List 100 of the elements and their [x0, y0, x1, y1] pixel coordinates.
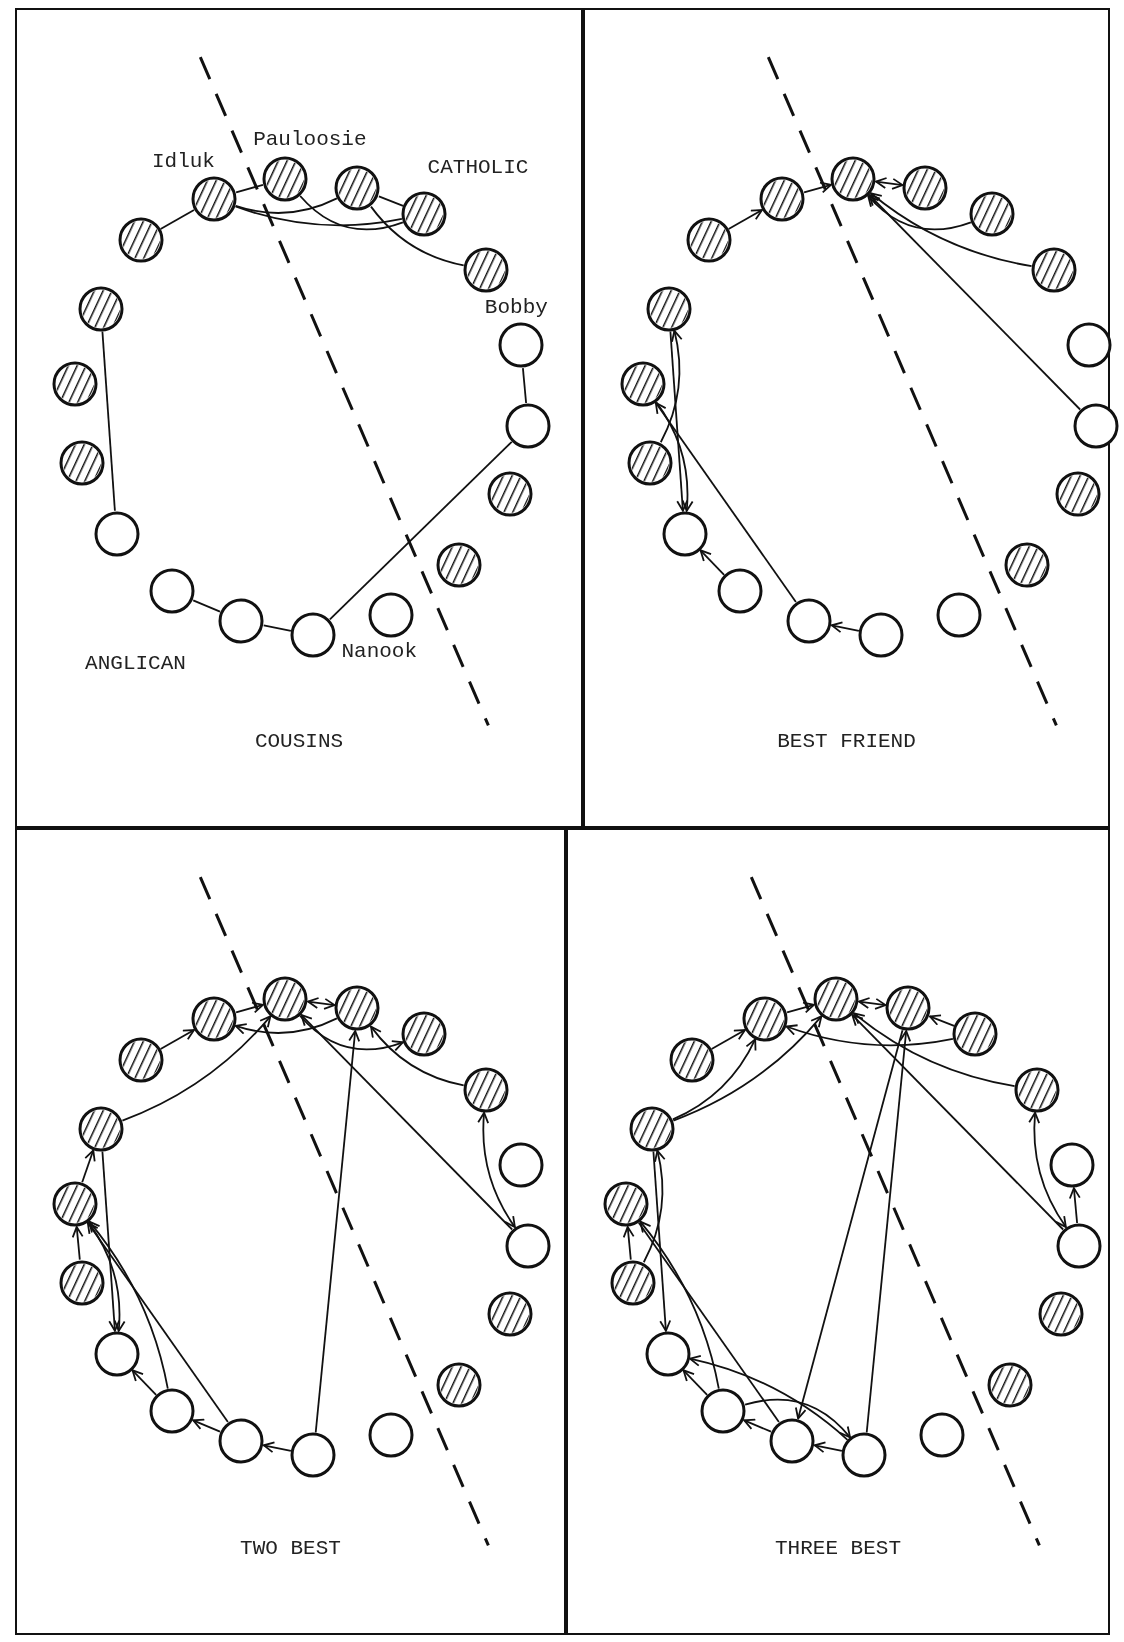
arrow: [786, 1001, 815, 1014]
panel-title: TWO BEST: [239, 1537, 342, 1560]
hatched-circle: [758, 175, 805, 222]
connector-line: [235, 183, 264, 194]
hatched-circle: [487, 1290, 534, 1337]
open-circle: [497, 1142, 544, 1189]
panel-title: THREE BEST: [774, 1537, 902, 1560]
open-circle: [93, 510, 140, 557]
arrow: [639, 1220, 720, 1390]
arrow: [830, 621, 860, 634]
open-circle: [1065, 322, 1112, 369]
arrow: [868, 194, 1081, 411]
arrow: [744, 1398, 851, 1439]
arrow: [131, 1369, 157, 1396]
group-label: CATHOLIC: [427, 156, 529, 178]
hatched-circle: [969, 191, 1016, 238]
open-circle: [290, 612, 337, 659]
hatched-circle: [1004, 542, 1051, 589]
connector-line: [159, 209, 195, 230]
hatched-circle: [609, 1259, 656, 1306]
arrow: [71, 1226, 84, 1261]
hatched-circle: [334, 165, 381, 212]
open-circle: [935, 592, 982, 639]
hatched-circle: [262, 975, 309, 1022]
connector-line: [378, 195, 404, 207]
arrow: [121, 1015, 272, 1122]
arrow: [669, 330, 689, 512]
arrow: [300, 1014, 513, 1231]
arrow: [477, 1111, 516, 1228]
arrow: [672, 1038, 757, 1121]
open-circle: [367, 592, 414, 639]
arrow: [655, 401, 694, 512]
hatched-circle: [401, 191, 448, 238]
open-circle: [505, 1222, 552, 1269]
open-circle: [290, 1432, 337, 1479]
arrow: [794, 1029, 904, 1420]
hatched-circle: [668, 1037, 715, 1084]
arrow: [710, 1029, 746, 1050]
open-circle: [218, 597, 265, 644]
hatched-circle: [401, 1011, 448, 1058]
arrow: [652, 1150, 672, 1332]
open-circle: [769, 1417, 816, 1464]
arrow: [192, 1418, 221, 1433]
arrow: [234, 1017, 338, 1035]
hatched-circle: [685, 217, 732, 264]
open-circle: [644, 1330, 691, 1377]
open-circle: [1048, 1142, 1095, 1189]
open-circle: [149, 1388, 195, 1435]
hatched-circle: [487, 470, 534, 517]
hatched-circle: [602, 1180, 649, 1227]
hatched-circle: [51, 1180, 98, 1227]
hatched-circle: [1031, 246, 1078, 293]
hatched-circle: [628, 1105, 675, 1152]
panel-frame: [15, 828, 566, 1635]
arrow: [654, 401, 797, 603]
hatched-circle: [813, 975, 860, 1022]
hatched-circle: [902, 165, 949, 212]
open-circle: [505, 402, 552, 449]
hatched-circle: [334, 985, 381, 1032]
hatched-circle: [190, 175, 237, 222]
open-circle: [149, 568, 195, 615]
open-circle: [841, 1432, 888, 1479]
open-circle: [1073, 402, 1120, 449]
hatched-circle: [58, 1259, 105, 1306]
connector-line: [370, 205, 465, 267]
hatched-circle: [58, 439, 105, 486]
arrow: [851, 1014, 1064, 1231]
hatched-circle: [1055, 470, 1102, 517]
arrow: [159, 1029, 195, 1050]
hatched-circle: [619, 360, 666, 407]
arrow: [929, 1014, 955, 1027]
hatched-circle: [463, 246, 510, 293]
hatched-circle: [1014, 1066, 1061, 1113]
name-label: Nanook: [341, 641, 418, 663]
hatched-circle: [952, 1011, 999, 1058]
panel-frame: [15, 8, 583, 828]
hatched-circle: [626, 439, 673, 486]
hatched-circle: [436, 542, 483, 589]
group-label: ANGLICAN: [85, 653, 186, 675]
hatched-circle: [830, 155, 877, 202]
open-circle: [717, 568, 763, 615]
arrow: [803, 181, 832, 194]
hatched-circle: [741, 995, 788, 1042]
hatched-circle: [117, 1037, 164, 1084]
arrow: [88, 1220, 169, 1390]
arrow: [867, 195, 972, 231]
connector-line: [234, 197, 338, 214]
hatched-circle: [117, 217, 164, 264]
arrow: [101, 1150, 121, 1332]
hatched-circle: [1038, 1290, 1085, 1337]
arrow: [235, 1001, 264, 1014]
name-label: Idluk: [151, 150, 215, 172]
connector-line: [262, 624, 292, 632]
hatched-circle: [645, 285, 692, 332]
connector-line: [522, 367, 527, 404]
arrow: [370, 1025, 465, 1087]
arrow: [875, 177, 904, 190]
connector-line: [101, 330, 116, 512]
open-circle: [218, 1417, 265, 1464]
open-circle: [93, 1330, 140, 1377]
